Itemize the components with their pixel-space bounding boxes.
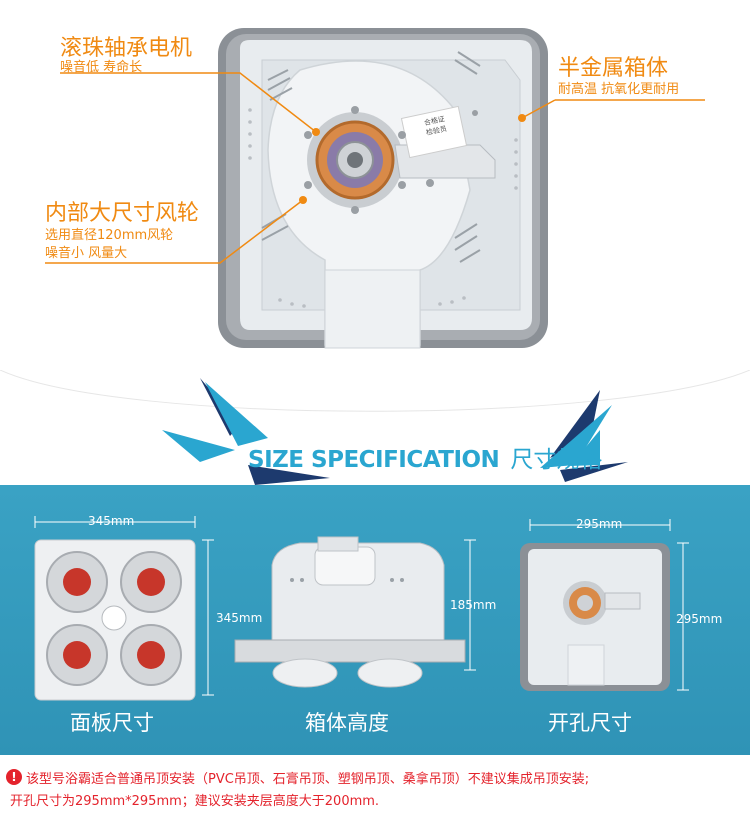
fan-subtitle-1: 选用直径120mm风轮 xyxy=(45,228,174,243)
size-title: SIZE SPECIFICATION 尺寸规格 xyxy=(248,440,602,474)
hole-width-label: 295mm xyxy=(576,517,623,531)
hole-height-label: 295mm xyxy=(676,612,723,626)
notice-line-1: 该型号浴霸适合普通吊顶安装（PVC吊顶、石膏吊顶、塑钢吊顶、桑拿吊顶）不建议集成… xyxy=(26,772,590,787)
fan-callout-line xyxy=(45,199,304,264)
certificate-label xyxy=(400,105,468,159)
motor-callout-line xyxy=(60,72,317,133)
box-title: 半金属箱体 xyxy=(558,56,669,81)
box-callout-line xyxy=(521,99,556,119)
panel-size-caption: 面板尺寸 xyxy=(70,711,154,735)
hole-size-caption: 开孔尺寸 xyxy=(548,711,632,735)
size-title-en: SIZE SPECIFICATION xyxy=(248,447,500,473)
installation-notice: ! 该型号浴霸适合普通吊顶安装（PVC吊顶、石膏吊顶、塑钢吊顶、桑拿吊顶）不建议… xyxy=(0,755,750,836)
box-side-view xyxy=(234,536,466,688)
box-height-label: 185mm xyxy=(450,598,497,612)
box-subtitle: 耐高温 抗氧化更耐用 xyxy=(558,82,680,97)
box-height-caption: 箱体高度 xyxy=(305,711,389,735)
product-back-illustration xyxy=(45,28,705,349)
motor-title: 滚珠轴承电机 xyxy=(60,36,193,61)
feature-section: 合格证 检验员 滚珠轴承电机 噪音低 寿命长 半金属箱体 耐高温 抗氧化更耐用 … xyxy=(0,0,750,370)
fan-subtitle-2: 噪音小 风量大 xyxy=(45,246,128,261)
size-header: SIZE SPECIFICATION 尺寸规格 xyxy=(0,370,750,485)
certificate-text: 合格证 检验员 xyxy=(423,115,448,137)
notice-line-2: 开孔尺寸为295mm*295mm；建议安装夹层高度大于200mm. xyxy=(10,794,380,809)
spec-panel: 345mm 345mm 185mm 295mm 295mm 面板尺寸 箱体高度 … xyxy=(0,485,750,755)
motor-subtitle: 噪音低 寿命长 xyxy=(60,60,143,75)
size-title-cn: 尺寸规格 xyxy=(510,447,603,473)
fan-title: 内部大尺寸风轮 xyxy=(45,201,200,226)
panel-width-label: 345mm xyxy=(88,514,135,528)
warning-icon: ! xyxy=(6,769,22,785)
panel-height-label: 345mm xyxy=(216,611,263,625)
header-decoration xyxy=(0,370,750,485)
hole-back-view xyxy=(520,543,670,691)
panel-front-view xyxy=(34,539,196,701)
spec-illustrations xyxy=(34,516,689,701)
